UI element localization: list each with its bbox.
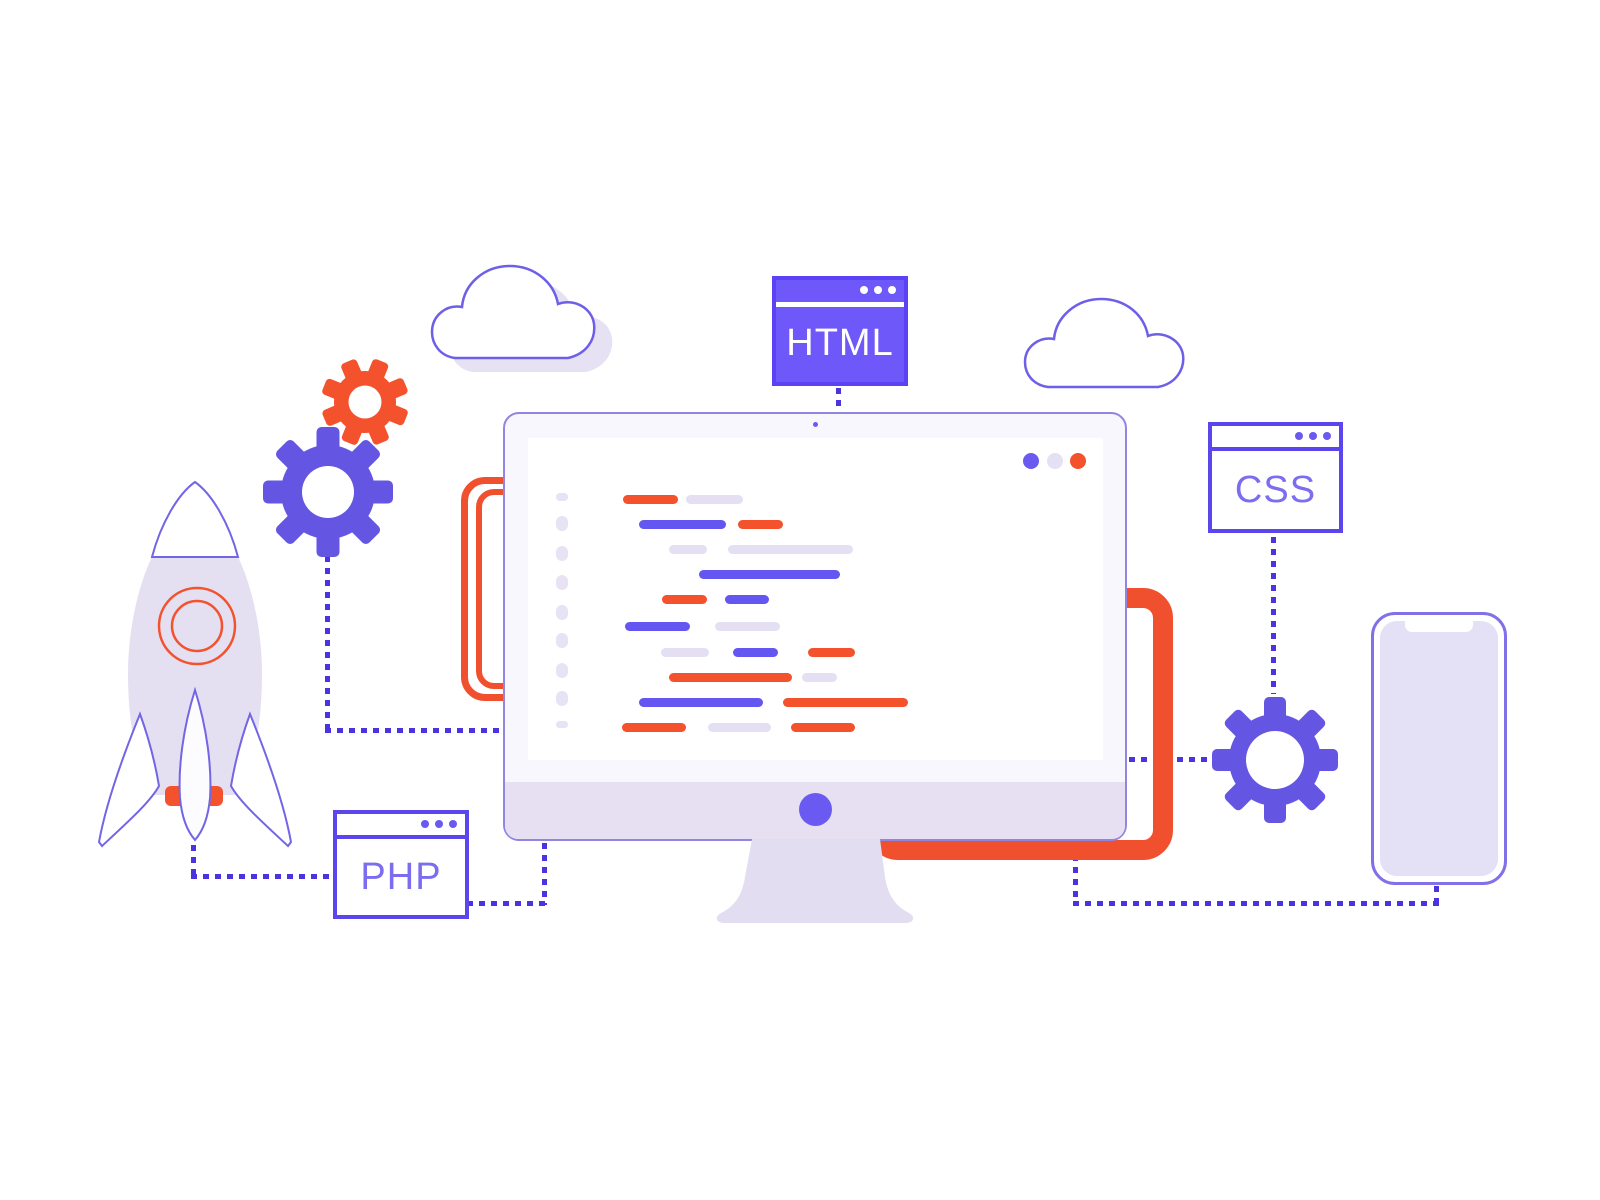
rocket-fin-center xyxy=(178,686,212,842)
connector-monitor-to-phone xyxy=(1073,901,1440,906)
screen-dot-lavender xyxy=(1047,453,1063,469)
code-line-segment xyxy=(728,545,853,554)
window-control-dot xyxy=(860,286,868,294)
rocket-body xyxy=(128,557,262,795)
code-line-segment xyxy=(669,545,707,554)
code-line-segment xyxy=(783,698,908,707)
monitor-logo-circle xyxy=(799,793,832,826)
connector-rocket-down xyxy=(191,845,196,878)
code-gutter-mark xyxy=(556,605,568,620)
connector-html-to-monitor xyxy=(836,388,841,412)
window-control-dot xyxy=(435,820,443,828)
connector-phone-up xyxy=(1434,886,1439,905)
monitor-stand xyxy=(716,839,914,923)
code-line-segment xyxy=(791,723,855,732)
connector-rocket-to-php xyxy=(191,874,335,879)
code-line-segment xyxy=(733,648,778,657)
monitor-screen xyxy=(528,438,1103,760)
code-line-segment xyxy=(669,673,792,682)
php-window: PHP xyxy=(333,810,469,919)
code-line-segment xyxy=(623,495,678,504)
css-window: CSS xyxy=(1208,422,1343,533)
window-control-dot xyxy=(1323,432,1331,440)
php-label: PHP xyxy=(360,855,442,898)
cloud-left-icon xyxy=(430,264,613,372)
code-gutter-mark xyxy=(556,721,568,728)
gear-right-purple-icon xyxy=(1212,697,1338,823)
code-line-segment xyxy=(738,520,783,529)
cloud-outline xyxy=(1023,297,1185,389)
window-control-dot xyxy=(888,286,896,294)
connector-gear-to-monitor xyxy=(325,728,505,733)
cloud-outline xyxy=(430,264,596,360)
connector-gear-down xyxy=(325,556,330,732)
rocket-fin-right xyxy=(229,711,293,848)
html-window: HTML xyxy=(772,276,908,386)
connector-php-to-monitor xyxy=(542,843,547,905)
window-control-dot xyxy=(449,820,457,828)
code-gutter-mark xyxy=(556,546,568,561)
html-label: HTML xyxy=(786,322,894,364)
phone-screen xyxy=(1380,621,1498,876)
window-control-dot xyxy=(874,286,882,294)
connector-css-to-gear xyxy=(1271,537,1276,694)
screen-dot-red xyxy=(1070,453,1086,469)
code-line-segment xyxy=(639,520,726,529)
code-gutter-mark xyxy=(556,663,568,678)
code-gutter-mark xyxy=(556,575,568,590)
rocket-porthole-outer xyxy=(157,586,237,666)
code-gutter-mark xyxy=(556,516,568,531)
code-line-segment xyxy=(639,698,763,707)
code-line-segment xyxy=(686,495,743,504)
php-window-titlebar xyxy=(337,814,465,839)
code-line-segment xyxy=(662,595,707,604)
cloud-right-icon xyxy=(1023,297,1185,389)
code-line-segment xyxy=(802,673,837,682)
css-window-titlebar xyxy=(1212,426,1339,451)
connector-monitor-down xyxy=(1073,843,1078,905)
code-line-segment xyxy=(661,648,709,657)
code-line-segment xyxy=(715,622,780,631)
code-line-segment xyxy=(808,648,855,657)
camera-dot-icon xyxy=(813,422,818,427)
code-line-segment xyxy=(622,723,686,732)
code-lines xyxy=(528,438,1103,760)
gear-small-red-icon xyxy=(322,359,408,445)
code-gutter-mark xyxy=(556,691,568,706)
screen-dot-purple xyxy=(1023,453,1039,469)
code-line-segment xyxy=(699,570,840,579)
monitor-chin xyxy=(505,782,1125,839)
window-controls xyxy=(1295,432,1331,440)
window-controls xyxy=(421,820,457,828)
gear-large-purple-icon xyxy=(263,427,393,557)
rocket-porthole-inner xyxy=(170,599,224,653)
window-control-dot xyxy=(421,820,429,828)
code-gutter-mark xyxy=(556,633,568,648)
html-window-titlebar xyxy=(776,280,904,307)
connector-php-right xyxy=(467,901,546,906)
smartphone xyxy=(1371,612,1507,885)
window-controls xyxy=(860,286,896,294)
window-control-dot xyxy=(1309,432,1317,440)
imac-monitor xyxy=(503,412,1127,841)
css-label: CSS xyxy=(1234,468,1317,511)
window-control-dot xyxy=(1295,432,1303,440)
rocket-icon xyxy=(97,480,293,848)
code-line-segment xyxy=(625,622,690,631)
rocket-fin-left xyxy=(97,711,161,848)
phone-notch xyxy=(1405,621,1473,632)
code-gutter-mark xyxy=(556,493,568,501)
code-line-segment xyxy=(725,595,769,604)
rocket-nose-cone xyxy=(150,480,240,558)
code-line-segment xyxy=(708,723,771,732)
